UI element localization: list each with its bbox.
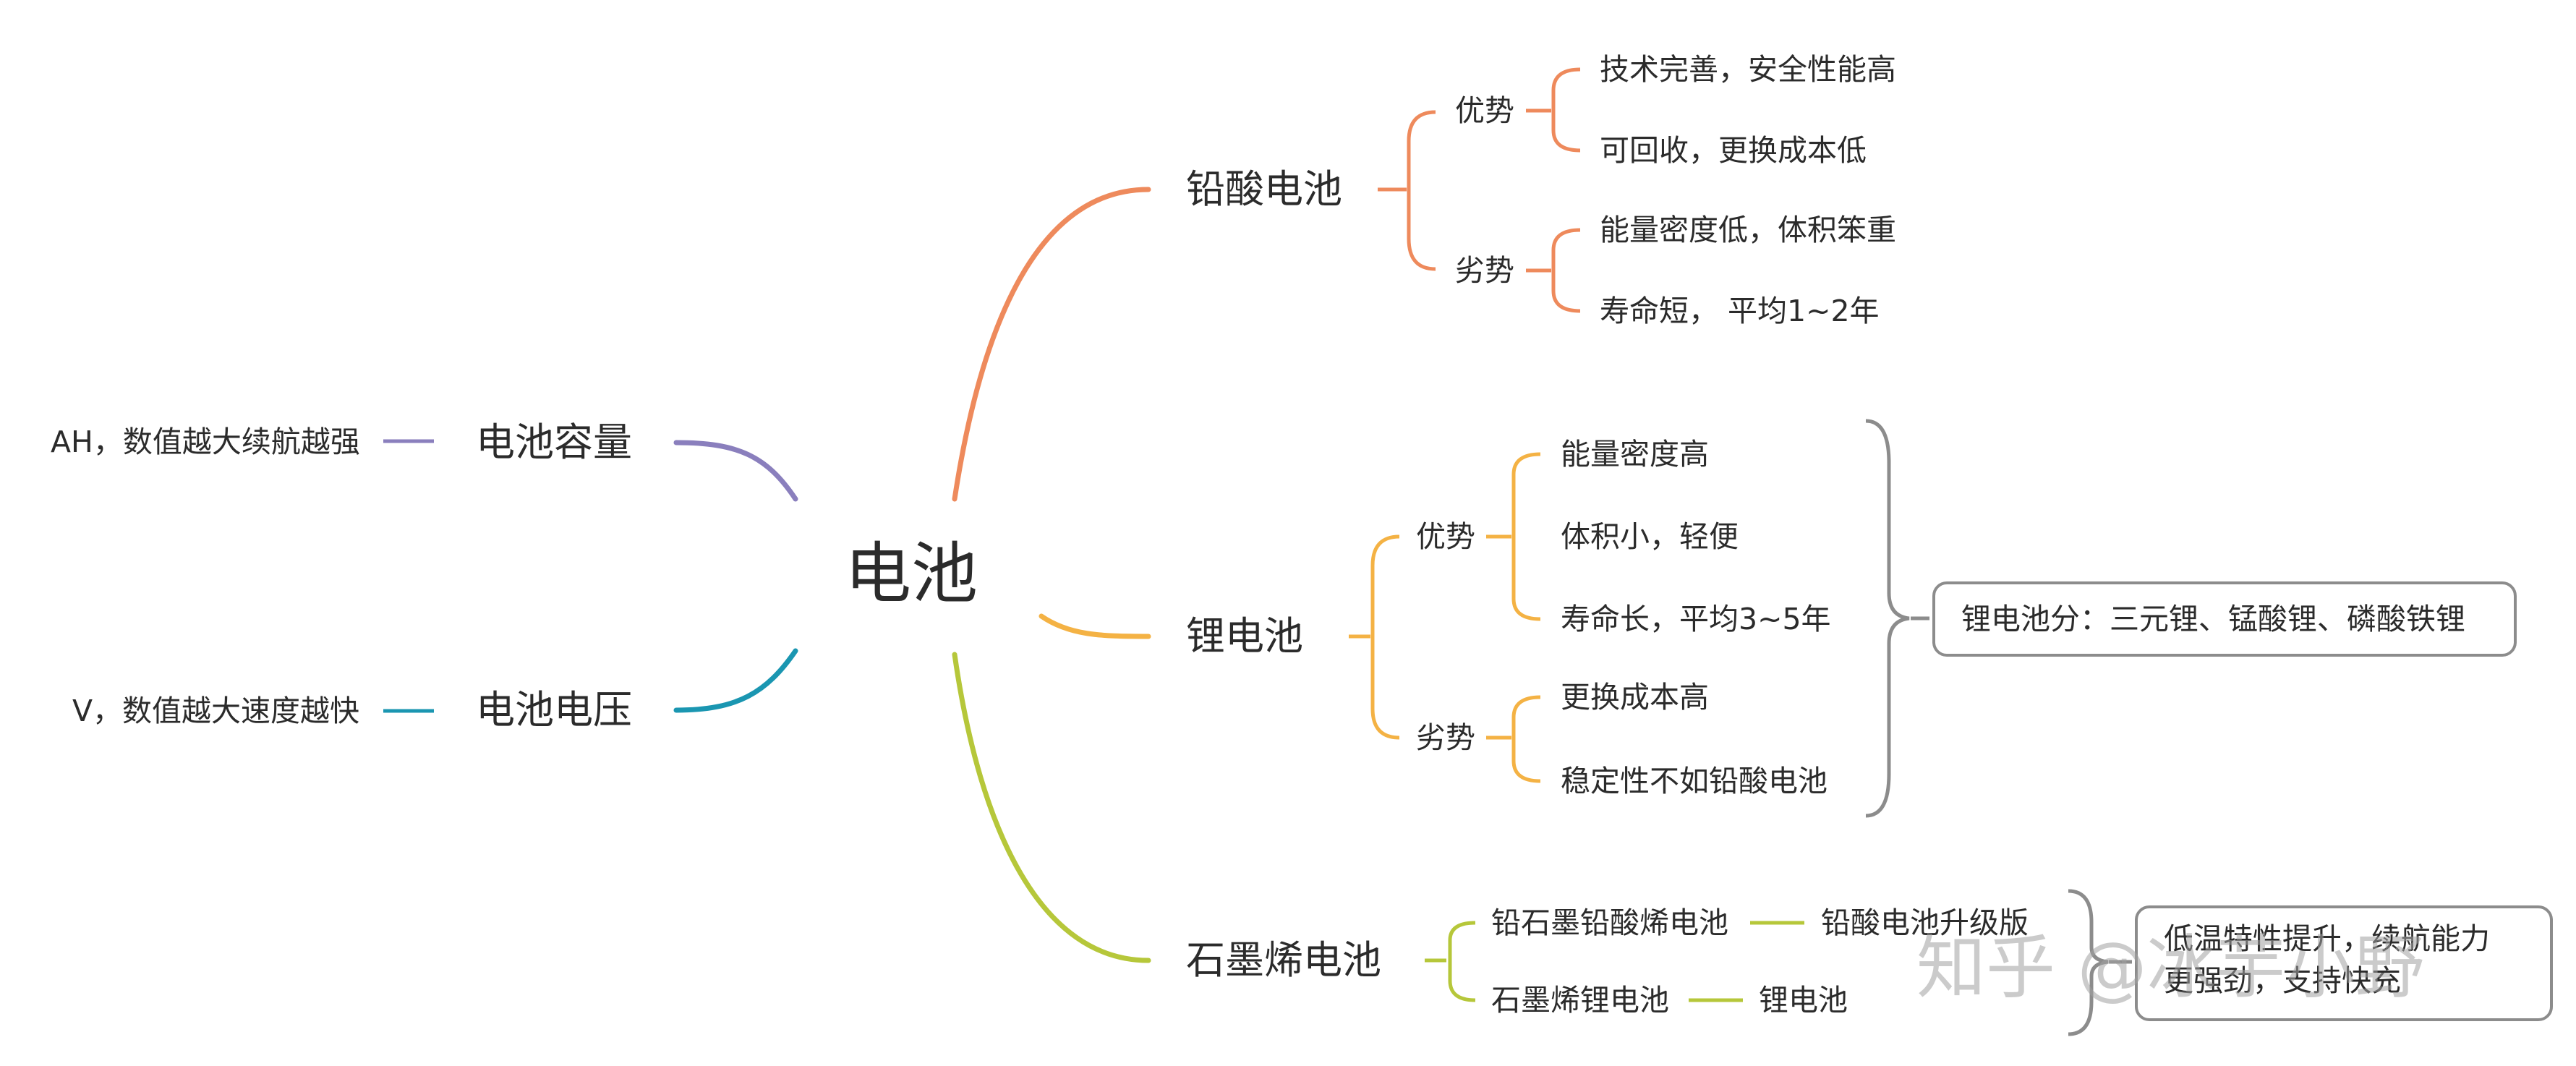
lead-acid-pros-item[interactable]: 技术完善，安全性能高	[1600, 52, 1896, 87]
lead-acid-cons[interactable]: 劣势	[1455, 253, 1514, 288]
voltage-topic[interactable]: 电池电压	[476, 687, 632, 733]
graphene-item-note[interactable]: 锂电池	[1759, 983, 1848, 1018]
graphene-summary-line: 更强劲，支持快充	[2164, 963, 2401, 998]
root-topic[interactable]: 电池	[845, 535, 978, 613]
graphene-branch-line	[952, 652, 1151, 963]
graphene-item-note[interactable]: 铅酸电池升级版	[1821, 905, 2029, 940]
lithium-summary-box[interactable]: 锂电池分：三元锂、锰酸锂、磷酸铁锂	[1932, 581, 2517, 657]
voltage-branch-line	[673, 648, 798, 713]
lithium-cons-item[interactable]: 稳定性不如铅酸电池	[1561, 764, 1827, 798]
lead-acid-split	[1407, 110, 1436, 271]
lithium-pros-item[interactable]: 寿命长，平均3~5年	[1561, 602, 1831, 636]
lead-acid-pros-item[interactable]: 可回收，更换成本低	[1600, 133, 1867, 168]
lead-acid-topic[interactable]: 铅酸电池	[1186, 166, 1342, 212]
graphene-item[interactable]: 石墨烯锂电池	[1491, 983, 1669, 1018]
graphene-split	[1448, 921, 1476, 1002]
lead-acid-branch-line	[952, 187, 1151, 502]
lithium-cons-item[interactable]: 更换成本高	[1561, 680, 1709, 715]
lithium-cons[interactable]: 劣势	[1416, 720, 1475, 755]
lithium-summary-bracket	[1865, 419, 1910, 818]
lithium-summary-text: 锂电池分：三元锂、锰酸锂、磷酸铁锂	[1961, 602, 2465, 636]
lithium-pros-item[interactable]: 能量密度高	[1561, 437, 1709, 472]
graphene-topic[interactable]: 石墨烯电池	[1186, 937, 1381, 983]
voltage-note[interactable]: V，数值越大速度越快	[72, 694, 360, 728]
capacity-topic[interactable]: 电池容量	[476, 419, 632, 465]
capacity-branch-line	[673, 440, 798, 502]
graphene-summary-line: 低温特性提升，续航能力	[2164, 921, 2490, 956]
lithium-branch-line	[1038, 613, 1151, 639]
lead-acid-cons-item[interactable]: 寿命短， 平均1~2年	[1600, 294, 1880, 328]
lithium-pros-item[interactable]: 体积小，轻便	[1561, 519, 1739, 554]
lithium-split	[1370, 534, 1400, 740]
watermark: 知乎 @冰芋小野	[1916, 927, 2425, 1008]
lead-acid-pros[interactable]: 优势	[1455, 93, 1514, 128]
graphene-summary-bracket	[2068, 889, 2109, 1036]
lithium-pros[interactable]: 优势	[1416, 519, 1475, 554]
capacity-note[interactable]: AH，数值越大续航越强	[51, 425, 360, 459]
graphene-summary-box[interactable]: 低温特性提升，续航能力 更强劲，支持快充	[2135, 905, 2553, 1021]
lead-acid-cons-item[interactable]: 能量密度低，体积笨重	[1600, 213, 1896, 247]
graphene-item[interactable]: 铅石墨铅酸烯电池	[1491, 905, 1728, 940]
lithium-topic[interactable]: 锂电池	[1186, 613, 1303, 659]
